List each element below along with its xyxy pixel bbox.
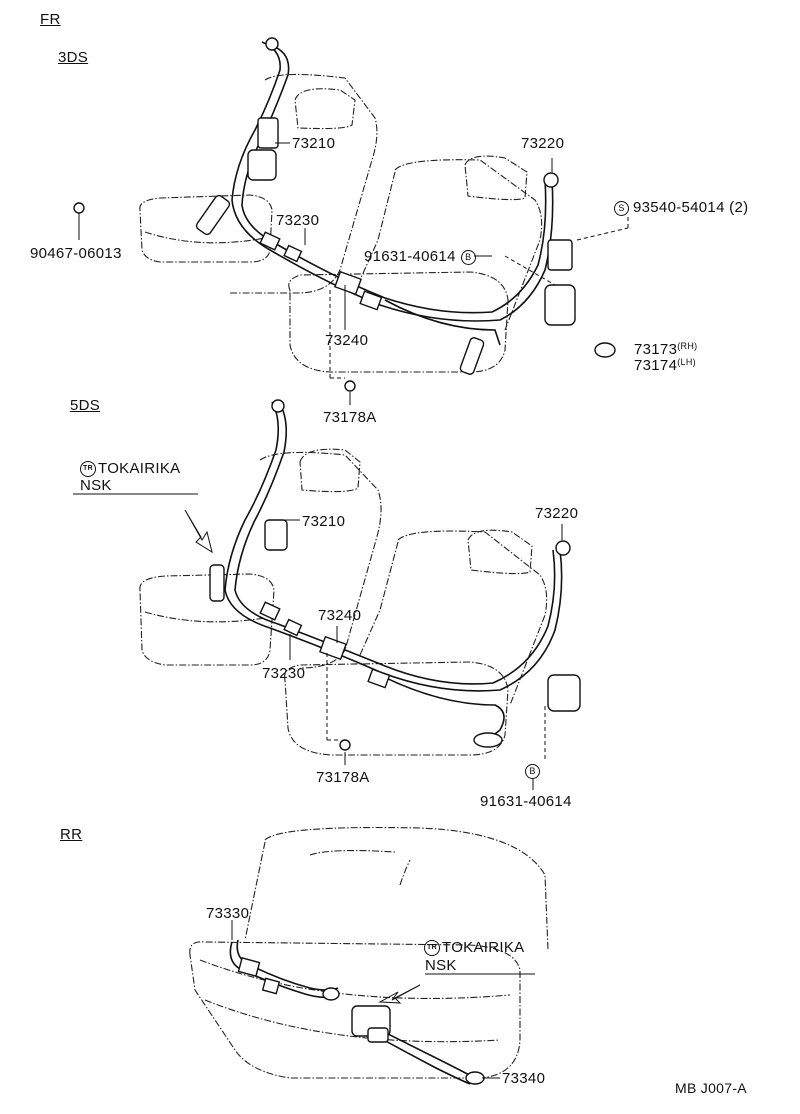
label-73174: 73174(LH): [634, 357, 696, 374]
arrow-tokai-a: [184, 509, 213, 554]
seat-5ds-left: [139, 448, 382, 669]
seat-3ds-right: [288, 155, 543, 373]
label-73240-3ds: 73240: [325, 332, 369, 349]
label-73230-5ds: 73230: [262, 665, 306, 682]
seat-rr: [189, 826, 549, 1079]
seat-5ds-right: [284, 529, 548, 756]
tokairika-logo-icon: TR: [80, 461, 96, 478]
label-73210-5ds: 73210: [302, 513, 346, 530]
label-73340: 73340: [502, 1070, 546, 1087]
label-73178a-5ds: 73178A: [316, 769, 370, 786]
leaders-rr: [231, 920, 535, 1079]
label-nsk-5ds: NSK: [80, 477, 112, 494]
label-73330: 73330: [206, 905, 250, 922]
label-73220-5ds: 73220: [535, 505, 579, 522]
belt-rr: [229, 939, 485, 1085]
diagram-code: MB J007-A: [675, 1080, 747, 1096]
label-nsk-rr: NSK: [425, 957, 457, 974]
b-marker-icon: B: [460, 249, 476, 265]
section-3ds: 3DS: [58, 49, 89, 66]
seat-3ds-left: [139, 73, 378, 294]
label-73178a-3ds: 73178A: [323, 409, 377, 426]
belt-5ds: [209, 399, 581, 748]
label-90467: 90467-06013: [30, 245, 122, 262]
leaders-3ds: [73, 142, 629, 405]
section-5ds: 5DS: [70, 397, 101, 414]
label-73220-3ds: 73220: [521, 135, 565, 152]
label-73240-5ds: 73240: [318, 607, 362, 624]
b-marker-5ds: B: [525, 763, 544, 779]
label-73173: 73173(RH): [634, 341, 698, 358]
section-rr: RR: [60, 826, 83, 843]
label-73210-3ds: 73210: [292, 135, 336, 152]
tokairika-logo-icon: TR: [424, 940, 440, 957]
b-marker-icon: B: [525, 763, 540, 779]
label-91631-5ds: 91631-40614: [480, 793, 572, 810]
section-fr: FR: [40, 11, 61, 28]
leaders-5ds: [284, 519, 563, 790]
s-marker-icon: S: [614, 200, 629, 216]
belt-3ds: [195, 37, 576, 375]
label-73230-3ds: 73230: [276, 212, 320, 229]
